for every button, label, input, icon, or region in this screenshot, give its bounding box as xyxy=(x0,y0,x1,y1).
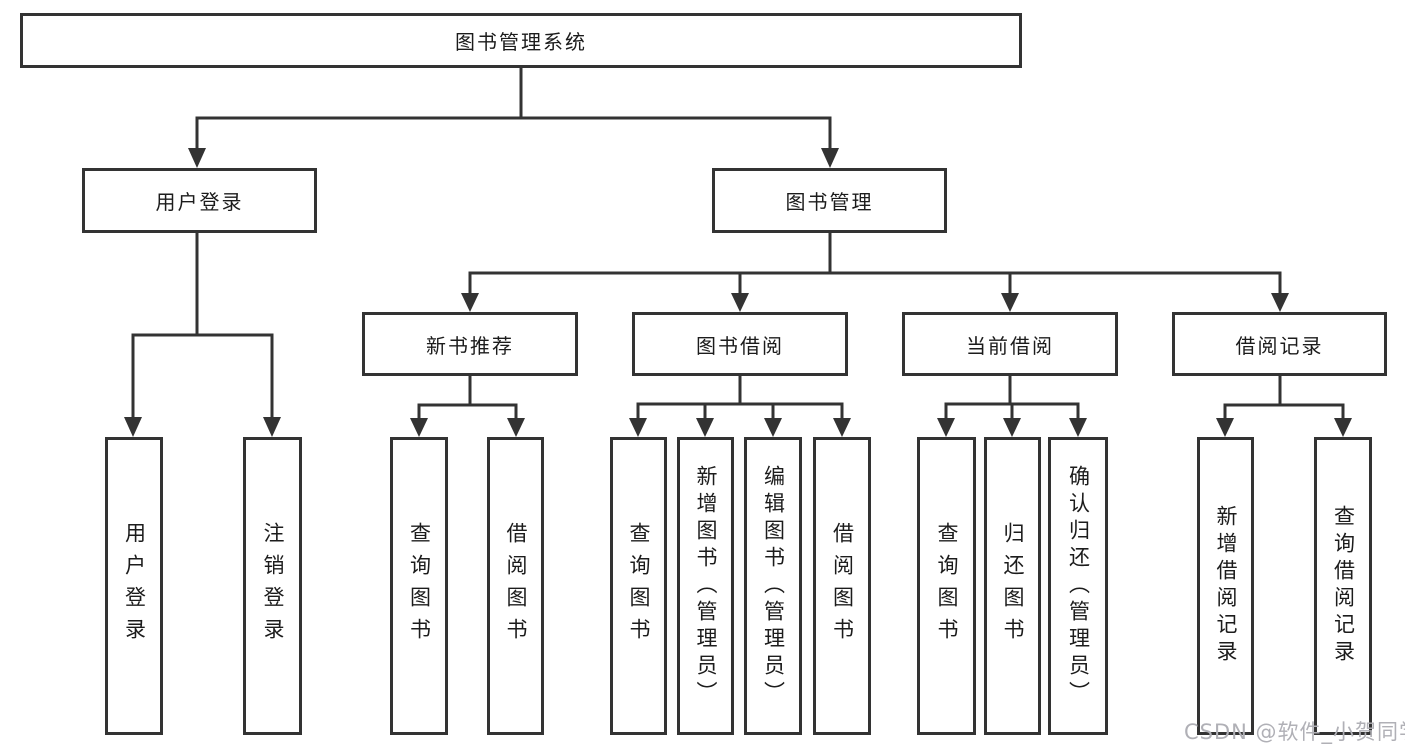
arrowhead-icon xyxy=(410,418,428,437)
node-root: 图书管理系统 xyxy=(20,13,1022,68)
arrowhead-icon xyxy=(629,418,647,437)
leaf-borrow-books-label: 借阅图书 xyxy=(830,522,855,650)
node-book-borrow: 图书借阅 xyxy=(632,312,848,376)
arrowhead-icon xyxy=(124,417,142,437)
arrowhead-icon xyxy=(1216,418,1234,437)
node-new-book-recommend: 新书推荐 xyxy=(362,312,578,376)
arrowhead-icon xyxy=(1001,293,1019,312)
arrowhead-icon xyxy=(937,418,955,437)
leaf-return-books: 归还图书 xyxy=(984,437,1041,735)
arrowhead-icon xyxy=(1271,293,1289,312)
leaf-confirm-return-admin: 确认归还（管理员） xyxy=(1048,437,1108,735)
leaf-add-book-admin-label: 新增图书（管理员） xyxy=(694,464,718,708)
node-new-book-recommend-label: 新书推荐 xyxy=(426,333,514,358)
arrowhead-icon xyxy=(507,418,525,437)
node-book-management: 图书管理 xyxy=(712,168,947,233)
node-current-borrow: 当前借阅 xyxy=(902,312,1118,376)
arrowhead-icon xyxy=(1069,418,1087,437)
leaf-logout: 注销登录 xyxy=(243,437,302,735)
node-borrow-records-label: 借阅记录 xyxy=(1235,333,1324,358)
arrowhead-icon xyxy=(1334,418,1352,437)
node-book-borrow-label: 图书借阅 xyxy=(696,333,784,358)
leaf-add-borrow-record: 新增借阅记录 xyxy=(1197,437,1254,735)
leaf-logout-label: 注销登录 xyxy=(261,522,285,650)
node-current-borrow-label: 当前借阅 xyxy=(966,333,1054,358)
node-user-login: 用户登录 xyxy=(82,168,317,233)
leaf-query-books-borrow-label: 查询图书 xyxy=(627,522,651,650)
node-book-management-label: 图书管理 xyxy=(785,190,874,214)
node-borrow-records: 借阅记录 xyxy=(1172,312,1387,376)
leaf-borrow-books-recommend: 借阅图书 xyxy=(487,437,544,735)
arrowhead-icon xyxy=(833,418,851,437)
leaf-edit-book-admin: 编辑图书（管理员） xyxy=(744,437,802,735)
node-user-login-label: 用户登录 xyxy=(155,190,244,214)
arrowhead-icon xyxy=(821,148,839,168)
arrowhead-icon xyxy=(764,418,782,437)
leaf-query-books-current-label: 查询图书 xyxy=(935,522,959,650)
arrowhead-icon xyxy=(696,418,714,437)
leaf-query-books-recommend: 查询图书 xyxy=(390,437,448,735)
leaf-query-books-current: 查询图书 xyxy=(917,437,976,735)
leaf-confirm-return-admin-label: 确认归还（管理员） xyxy=(1066,464,1091,708)
arrowhead-icon xyxy=(461,293,479,312)
leaf-borrow-books: 借阅图书 xyxy=(813,437,871,735)
leaf-add-book-admin: 新增图书（管理员） xyxy=(677,437,734,735)
leaf-query-books-borrow: 查询图书 xyxy=(610,437,667,735)
leaf-query-borrow-record-label: 查询借阅记录 xyxy=(1331,505,1356,667)
leaf-return-books-label: 归还图书 xyxy=(1001,522,1025,650)
arrowhead-icon xyxy=(731,293,749,312)
leaf-query-borrow-record: 查询借阅记录 xyxy=(1314,437,1372,735)
arrowhead-icon xyxy=(1003,418,1021,437)
arrowhead-icon xyxy=(188,148,206,168)
csdn-watermark: CSDN @软件_小贺同学 xyxy=(1184,720,1405,744)
leaf-borrow-books-recommend-label: 借阅图书 xyxy=(504,522,528,650)
leaf-add-borrow-record-label: 新增借阅记录 xyxy=(1214,505,1238,667)
leaf-edit-book-admin-label: 编辑图书（管理员） xyxy=(761,464,786,708)
leaf-user-login-label: 用户登录 xyxy=(122,522,147,650)
node-root-label: 图书管理系统 xyxy=(455,30,587,54)
arrowhead-icon xyxy=(263,417,281,437)
leaf-user-login: 用户登录 xyxy=(105,437,163,735)
leaf-query-books-recommend-label: 查询图书 xyxy=(407,522,432,650)
